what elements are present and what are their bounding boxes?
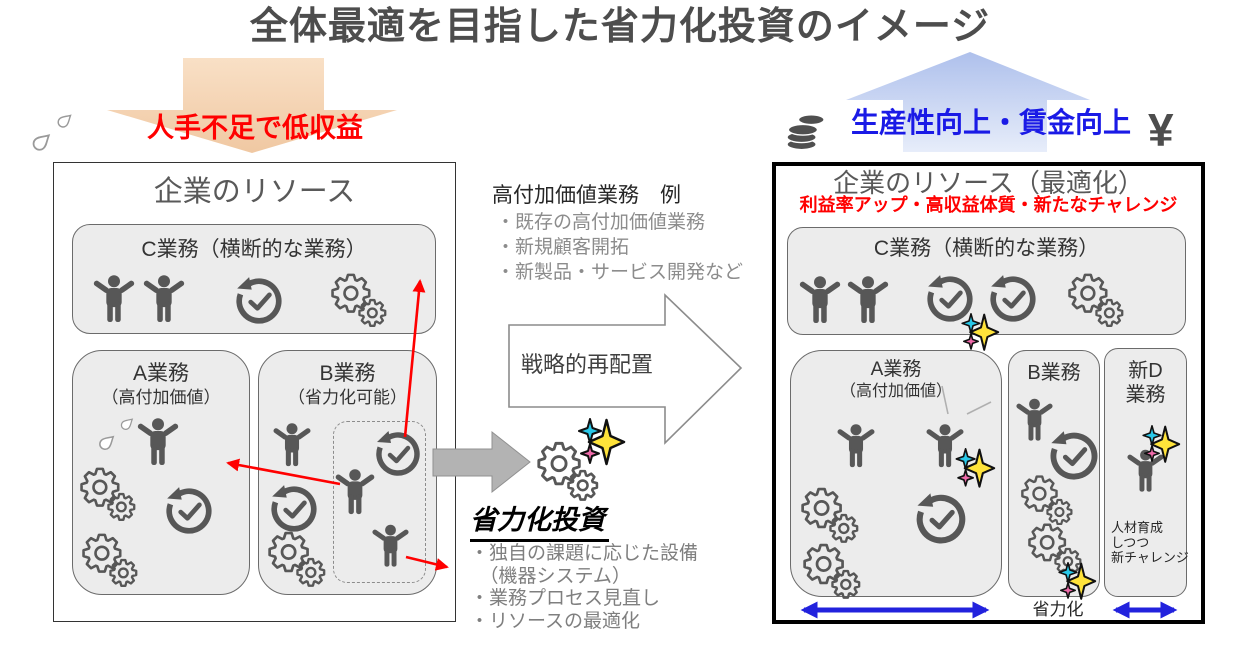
right-b-box [1008, 350, 1100, 597]
right-a-sublabel: （高付加価値） [839, 383, 952, 400]
gear-pair-icon [537, 441, 599, 502]
laborsaving-label: 省力化 [1032, 600, 1084, 619]
left-box-title: 企業のリソース [153, 176, 356, 208]
strategic-arrow-label: 戦略的再配置 [520, 352, 653, 377]
left-a-label: A業務 [132, 362, 189, 385]
d-note-line: 人材育成 [1111, 520, 1164, 535]
investment-item: ・リソースの最適化 [470, 610, 641, 632]
left-b-label: B業務 [319, 362, 376, 385]
right-box-subtitle: 利益率アップ・高収益体質・新たなチャレンジ [799, 195, 1178, 215]
right-d-label-line1: 新D [1128, 360, 1163, 382]
example-item: ・既存の高付加価値業務 [496, 212, 706, 233]
right-b-label: B業務 [1027, 362, 1081, 384]
example-item: ・新製品・サービス開発など [496, 262, 744, 283]
investment-list: ・独自の課題に応じた設備 （機器システム） ・業務プロセス見直し ・リソースの最… [470, 543, 698, 633]
page-title: 全体最適を目指した省力化投資のイメージ [249, 6, 991, 48]
investment-item: ・業務プロセス見直し [470, 588, 661, 609]
coin-stack-icon [786, 114, 825, 151]
left-a-sublabel: （高付加価値） [101, 388, 221, 407]
left-b-sublabel: （省力化可能） [288, 388, 407, 407]
d-note-line: しつつ [1111, 535, 1150, 550]
outcome-label: 生産性向上・賃金向上 [850, 107, 1131, 138]
right-c-label: C業務（横断的な業務） [873, 237, 1100, 260]
examples-list: ・既存の高付加価値業務 ・新規顧客開拓 ・新製品・サービス開発など [496, 210, 743, 285]
sparkle-stars-icon [577, 418, 626, 466]
d-note-line: 新チャレンジ [1111, 550, 1189, 565]
left-c-label: C業務（横断的な業務） [141, 238, 367, 261]
left-b-dashed-region [333, 421, 426, 583]
example-item: ・新規顧客開拓 [496, 237, 630, 258]
yen-symbol: ¥ [1148, 104, 1174, 156]
left-a-box [72, 350, 250, 595]
right-d-note: 人材育成 しつつ 新チャレンジ [1111, 520, 1189, 565]
sweat-drops-icon [29, 112, 76, 155]
examples-title: 高付加価値業務 例 [492, 184, 681, 207]
pressure-label: 人手不足で低収益 [147, 113, 363, 143]
investment-item: （機器システム） [470, 565, 631, 587]
right-a-label: A業務 [870, 359, 922, 380]
right-box-title: 企業のリソース（最適化） [833, 168, 1144, 198]
right-d-label-line2: 業務 [1125, 384, 1166, 406]
investment-title: 省力化投資 [470, 505, 609, 543]
investment-item: ・独自の課題に応じた設備 [470, 543, 699, 564]
